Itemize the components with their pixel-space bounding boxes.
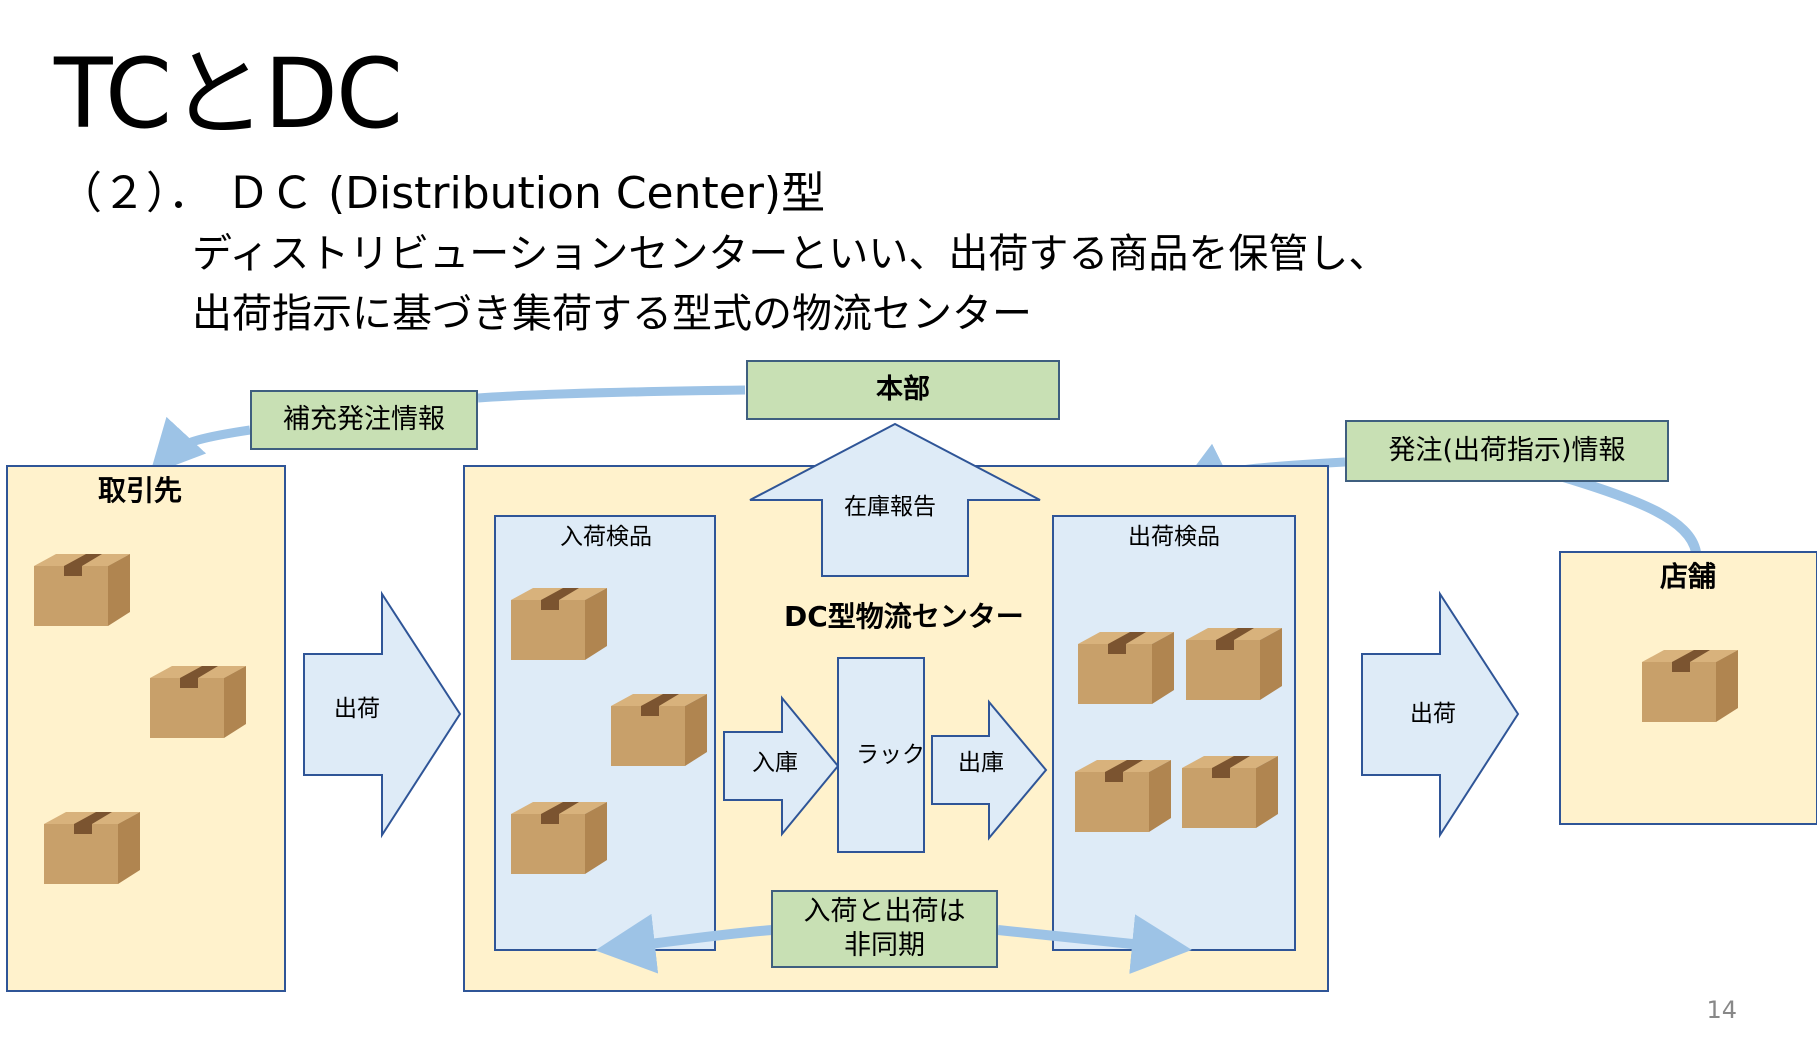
outbound-inspection-label: 出荷検品 [1128,524,1220,550]
page-number: 14 [1706,996,1737,1024]
box-icon [611,694,707,766]
slide-subtitle: （２）． ＤＣ (Distribution Center)型 [58,168,826,219]
slide-title: TCとDC [54,38,403,150]
replenish-order-label: 補充発注情報 [283,404,445,436]
hq-label: 本部 [876,374,930,406]
box-icon [1078,632,1174,704]
put-away-label: 入庫 [752,750,798,776]
ship-left-label: 出荷 [334,696,380,722]
store-label: 店舗 [1660,560,1717,593]
ship-arrow-right [1361,590,1520,839]
outbound-inspection-area [1052,515,1296,951]
box-icon [1182,756,1278,828]
async-note-box: 入荷と出荷は 非同期 [771,890,998,968]
rack [837,657,925,853]
description-line-2: 出荷指示に基づき集荷する型式の物流センター [192,291,1032,337]
replenish-order-box: 補充発注情報 [250,390,478,450]
order-info-curve [1558,471,1701,554]
box-icon [44,812,140,884]
order-info-box: 発注(出荷指示)情報 [1345,420,1669,482]
async-note-line-2: 非同期 [844,930,925,961]
box-icon [511,588,607,660]
dc-center-label: DC型物流センター [784,600,1024,633]
async-arrow-left [595,913,773,974]
async-arrow-right [997,914,1192,974]
supplier-label: 取引先 [98,474,183,507]
hq-box: 本部 [746,360,1060,420]
supplier-panel [6,465,286,992]
inbound-inspection-label: 入荷検品 [560,524,652,550]
ship-right-label: 出荷 [1410,701,1456,727]
pick-out-label: 出庫 [958,750,1004,776]
box-icon [34,554,130,626]
replenish-curve-arrow [477,385,746,403]
stock-report-label: 在庫報告 [844,494,936,520]
rack-label: ラック [856,742,925,768]
put-away-arrow [723,695,840,837]
replenish-down-arrow [149,416,251,475]
description-line-1: ディストリビューションセンターといい、出荷する商品を保管し、 [192,231,1389,277]
stock-report-arrow [749,422,1041,577]
ship-arrow-left [303,590,462,839]
box-icon [1186,628,1282,700]
async-note-line-1: 入荷と出荷は [803,896,966,928]
box-icon [1642,650,1738,722]
box-icon [150,666,246,738]
box-icon [511,802,607,874]
order-info-label: 発注(出荷指示)情報 [1388,435,1626,467]
box-icon [1075,760,1171,832]
pick-out-arrow [931,699,1048,841]
